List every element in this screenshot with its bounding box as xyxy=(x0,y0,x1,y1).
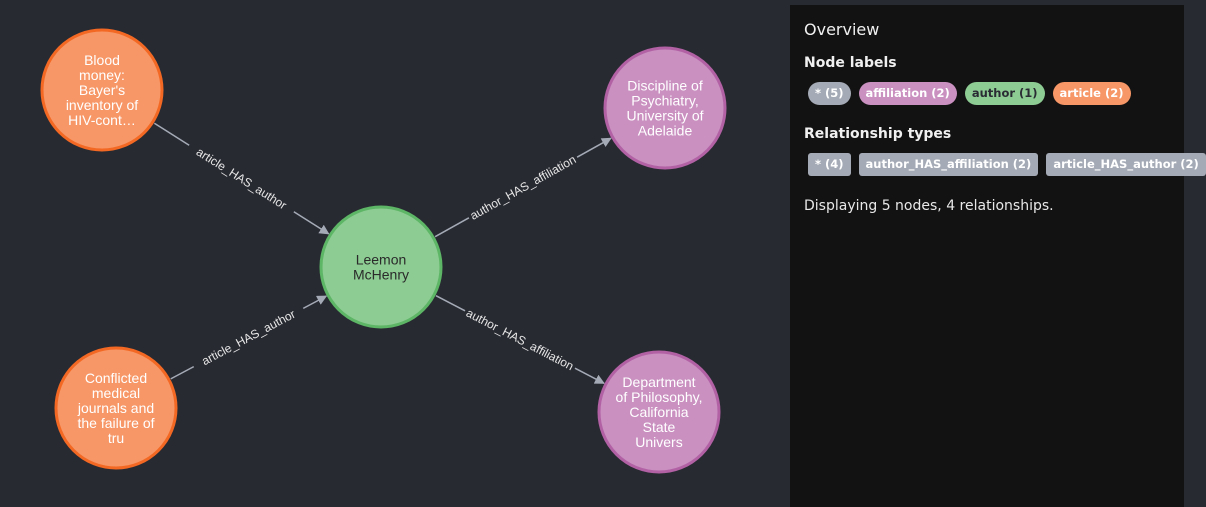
relationship-arrow[interactable] xyxy=(576,137,612,158)
relationship-arrow[interactable] xyxy=(574,367,605,384)
node-label-pill-2[interactable]: author (1) xyxy=(964,82,1045,105)
relationship-line[interactable] xyxy=(434,217,470,238)
node-caption-line: the failure of xyxy=(77,415,154,431)
node-caption-line: Univers xyxy=(635,434,682,450)
relationship-types-list: * (4) author_HAS_affiliation (2) article_H… xyxy=(808,153,1206,176)
relationship-label: article_HAS_author xyxy=(199,307,297,368)
relationship-type-pill-2[interactable]: article_HAS_author (2) xyxy=(1046,153,1206,176)
relationship-line[interactable] xyxy=(435,295,466,312)
relationship-arrow[interactable] xyxy=(302,295,328,310)
node-label-pill-3[interactable]: article (2) xyxy=(1052,82,1131,105)
node-caption-line: McHenry xyxy=(353,267,409,283)
overview-title: Overview xyxy=(804,20,880,39)
node-label-pill-0[interactable]: * (5) xyxy=(808,82,851,105)
relationship-label: author_HAS_affiliation xyxy=(468,152,579,222)
relationship-3[interactable]: author_HAS_affiliation xyxy=(435,295,605,384)
node-caption-line: Discipline of xyxy=(627,78,703,94)
node-caption-line: of Philosophy, xyxy=(616,389,703,405)
relationship-line[interactable] xyxy=(153,122,190,146)
node-circle[interactable] xyxy=(603,46,727,170)
node-caption-line: Adelaide xyxy=(638,123,693,139)
node-caption-line: Blood xyxy=(84,52,120,68)
node-caption-line: HIV-cont… xyxy=(68,112,136,128)
relationship-type-pill-0[interactable]: * (4) xyxy=(808,153,851,176)
node-circle[interactable] xyxy=(54,346,178,470)
node-label-pill-1[interactable]: affiliation (2) xyxy=(858,82,957,105)
node-caption-line: money: xyxy=(79,67,125,83)
node-circle[interactable] xyxy=(319,205,443,329)
node-caption-line: inventory of xyxy=(66,97,138,113)
graph-svg[interactable]: article_HAS_authorarticle_HAS_authorauth… xyxy=(0,0,790,507)
node-caption-line: Department xyxy=(622,374,695,390)
node-caption-line: State xyxy=(643,419,676,435)
node-caption-line: journals and xyxy=(77,400,154,416)
node-caption-line: Conflicted xyxy=(85,370,147,386)
relationship-1[interactable]: article_HAS_author xyxy=(170,295,328,380)
node-labels-list: * (5) affiliation (2) author (1) article (2… xyxy=(808,82,1131,105)
node-caption-line: University of xyxy=(626,108,703,124)
node-caption-line: Leemon xyxy=(356,252,407,268)
node-labels-title: Node labels xyxy=(804,55,897,71)
node-caption-line: California xyxy=(629,404,688,420)
node-caption-line: tru xyxy=(108,430,124,446)
graph-summary: Displaying 5 nodes, 4 relationships. xyxy=(804,198,1054,214)
relationship-label: author_HAS_affiliation xyxy=(464,306,576,374)
relationship-0[interactable]: article_HAS_author xyxy=(153,122,330,235)
relationship-types-title: Relationship types xyxy=(804,126,952,142)
overview-panel: Overview Node labels * (5) affiliation (2… xyxy=(790,5,1206,507)
relationship-type-pill-1[interactable]: author_HAS_affiliation (2) xyxy=(858,153,1039,176)
relationship-2[interactable]: author_HAS_affiliation xyxy=(434,137,612,238)
node-circle[interactable] xyxy=(40,28,164,152)
node-circle[interactable] xyxy=(597,350,721,474)
node-caption-line: Psychiatry, xyxy=(631,93,698,109)
node-caption-line: Bayer's xyxy=(79,82,125,98)
relationship-label: article_HAS_author xyxy=(194,145,289,213)
relationship-arrow[interactable] xyxy=(293,211,330,235)
node-caption-line: medical xyxy=(92,385,140,401)
relationship-line[interactable] xyxy=(170,365,195,380)
